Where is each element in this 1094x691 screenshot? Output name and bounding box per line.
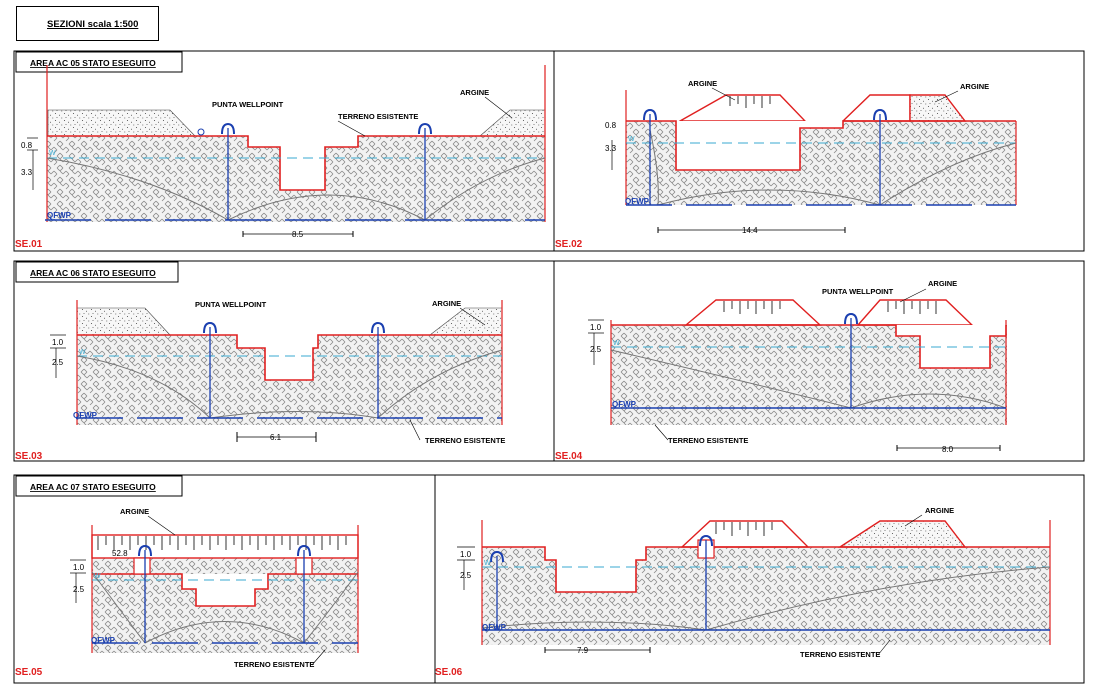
se05-qfwp: QFWP <box>91 636 116 645</box>
se02-qfwp: QFWP <box>625 197 650 206</box>
area-label-boxes <box>15 51 183 497</box>
se03-argine: ARGINE <box>432 299 461 308</box>
se02-label: SE.02 <box>555 239 583 250</box>
sheet-title-box: SEZIONI scala 1:500 <box>16 6 159 41</box>
section-se05: 1.0 2.5 52.8 QFWP W ARGINE TERRENO ESIST… <box>15 507 359 678</box>
se03-label: SE.03 <box>15 451 43 462</box>
se05-terreno-esistente: TERRENO ESISTENTE <box>234 660 314 669</box>
se01-terreno-esistente: TERRENO ESISTENTE <box>338 112 418 121</box>
se04-argine: ARGINE <box>928 279 957 288</box>
se01-qfwp: QFWP <box>47 211 72 220</box>
se06-dim-bottom: 2.5 <box>460 571 472 580</box>
se01-water: W <box>49 150 56 157</box>
se04-punta-wellpoint: PUNTA WELLPOINT <box>822 287 894 296</box>
se02-argine-left: ARGINE <box>688 79 717 88</box>
se03-width: 6.1 <box>270 433 282 442</box>
se02-dim-top: 0.8 <box>605 121 617 130</box>
se01-punta-wellpoint: PUNTA WELLPOINT <box>212 100 284 109</box>
se03-dim-bottom: 2.5 <box>52 358 64 367</box>
section-se04: 8.0 1.0 2.5 QFWP W PUNTA WELLPOINT ARGIN… <box>555 279 1007 462</box>
se03-punta-wellpoint: PUNTA WELLPOINT <box>195 300 267 309</box>
se05-elevation: 52.8 <box>112 549 128 558</box>
section-se06: 7.9 1.0 2.5 QFWP W ARGINE TERRENO ESISTE… <box>435 506 1051 678</box>
se02-dim-bottom: 3.3 <box>605 144 617 153</box>
se05-label: SE.05 <box>15 667 43 678</box>
se01-dim-top: 0.8 <box>21 141 33 150</box>
se03-qfwp: QFWP <box>73 411 98 420</box>
se02-water: W <box>628 136 635 143</box>
section-se02: 14.4 0.8 3.3 QFWP W ARGINE ARGINE SE.02 <box>555 79 1017 250</box>
se05-water: W <box>94 573 101 580</box>
se06-argine: ARGINE <box>925 506 954 515</box>
se03-water: W <box>79 349 86 356</box>
se01-dim-bottom: 3.3 <box>21 168 33 177</box>
se04-qfwp: QFWP <box>612 400 637 409</box>
se04-dim-top: 1.0 <box>590 323 602 332</box>
se03-terreno-esistente: TERRENO ESISTENTE <box>425 436 505 445</box>
se03-dim-top: 1.0 <box>52 338 64 347</box>
area-ac06-label: AREA AC 06 STATO ESEGUITO <box>30 268 156 278</box>
se01-argine: ARGINE <box>460 88 489 97</box>
se06-width: 7.9 <box>577 646 589 655</box>
se02-argine-right: ARGINE <box>960 82 989 91</box>
se06-label: SE.06 <box>435 667 463 678</box>
se06-dim-top: 1.0 <box>460 550 472 559</box>
se06-terreno-esistente: TERRENO ESISTENTE <box>800 650 880 659</box>
area-ac07-label: AREA AC 07 STATO ESEGUITO <box>30 482 156 492</box>
se05-dim-bottom: 2.5 <box>73 585 85 594</box>
se04-water: W <box>613 340 620 347</box>
se04-label: SE.04 <box>555 451 583 462</box>
se01-label: SE.01 <box>15 239 43 250</box>
sheet-title: SEZIONI scala 1:500 <box>47 19 139 30</box>
se01-width: 8.5 <box>292 230 304 239</box>
panel-frames <box>13 50 1085 684</box>
se06-qfwp: QFWP <box>482 623 507 632</box>
se05-argine: ARGINE <box>120 507 149 516</box>
se04-terreno-esistente: TERRENO ESISTENTE <box>668 436 748 445</box>
se06-water: W <box>484 560 491 567</box>
se04-dim-bottom: 2.5 <box>590 345 602 354</box>
section-se03: 6.1 1.0 2.5 QFWP W PUNTA WELLPOINT ARGIN… <box>15 299 505 462</box>
section-se01: 8.5 0.8 3.3 QFWP W PUNTA WELLPOINT TERRE… <box>15 65 546 250</box>
area-ac05-label: AREA AC 05 STATO ESEGUITO <box>30 58 156 68</box>
se05-dim-top: 1.0 <box>73 563 85 572</box>
se04-width: 8.0 <box>942 445 954 454</box>
se02-width: 14.4 <box>742 226 758 235</box>
